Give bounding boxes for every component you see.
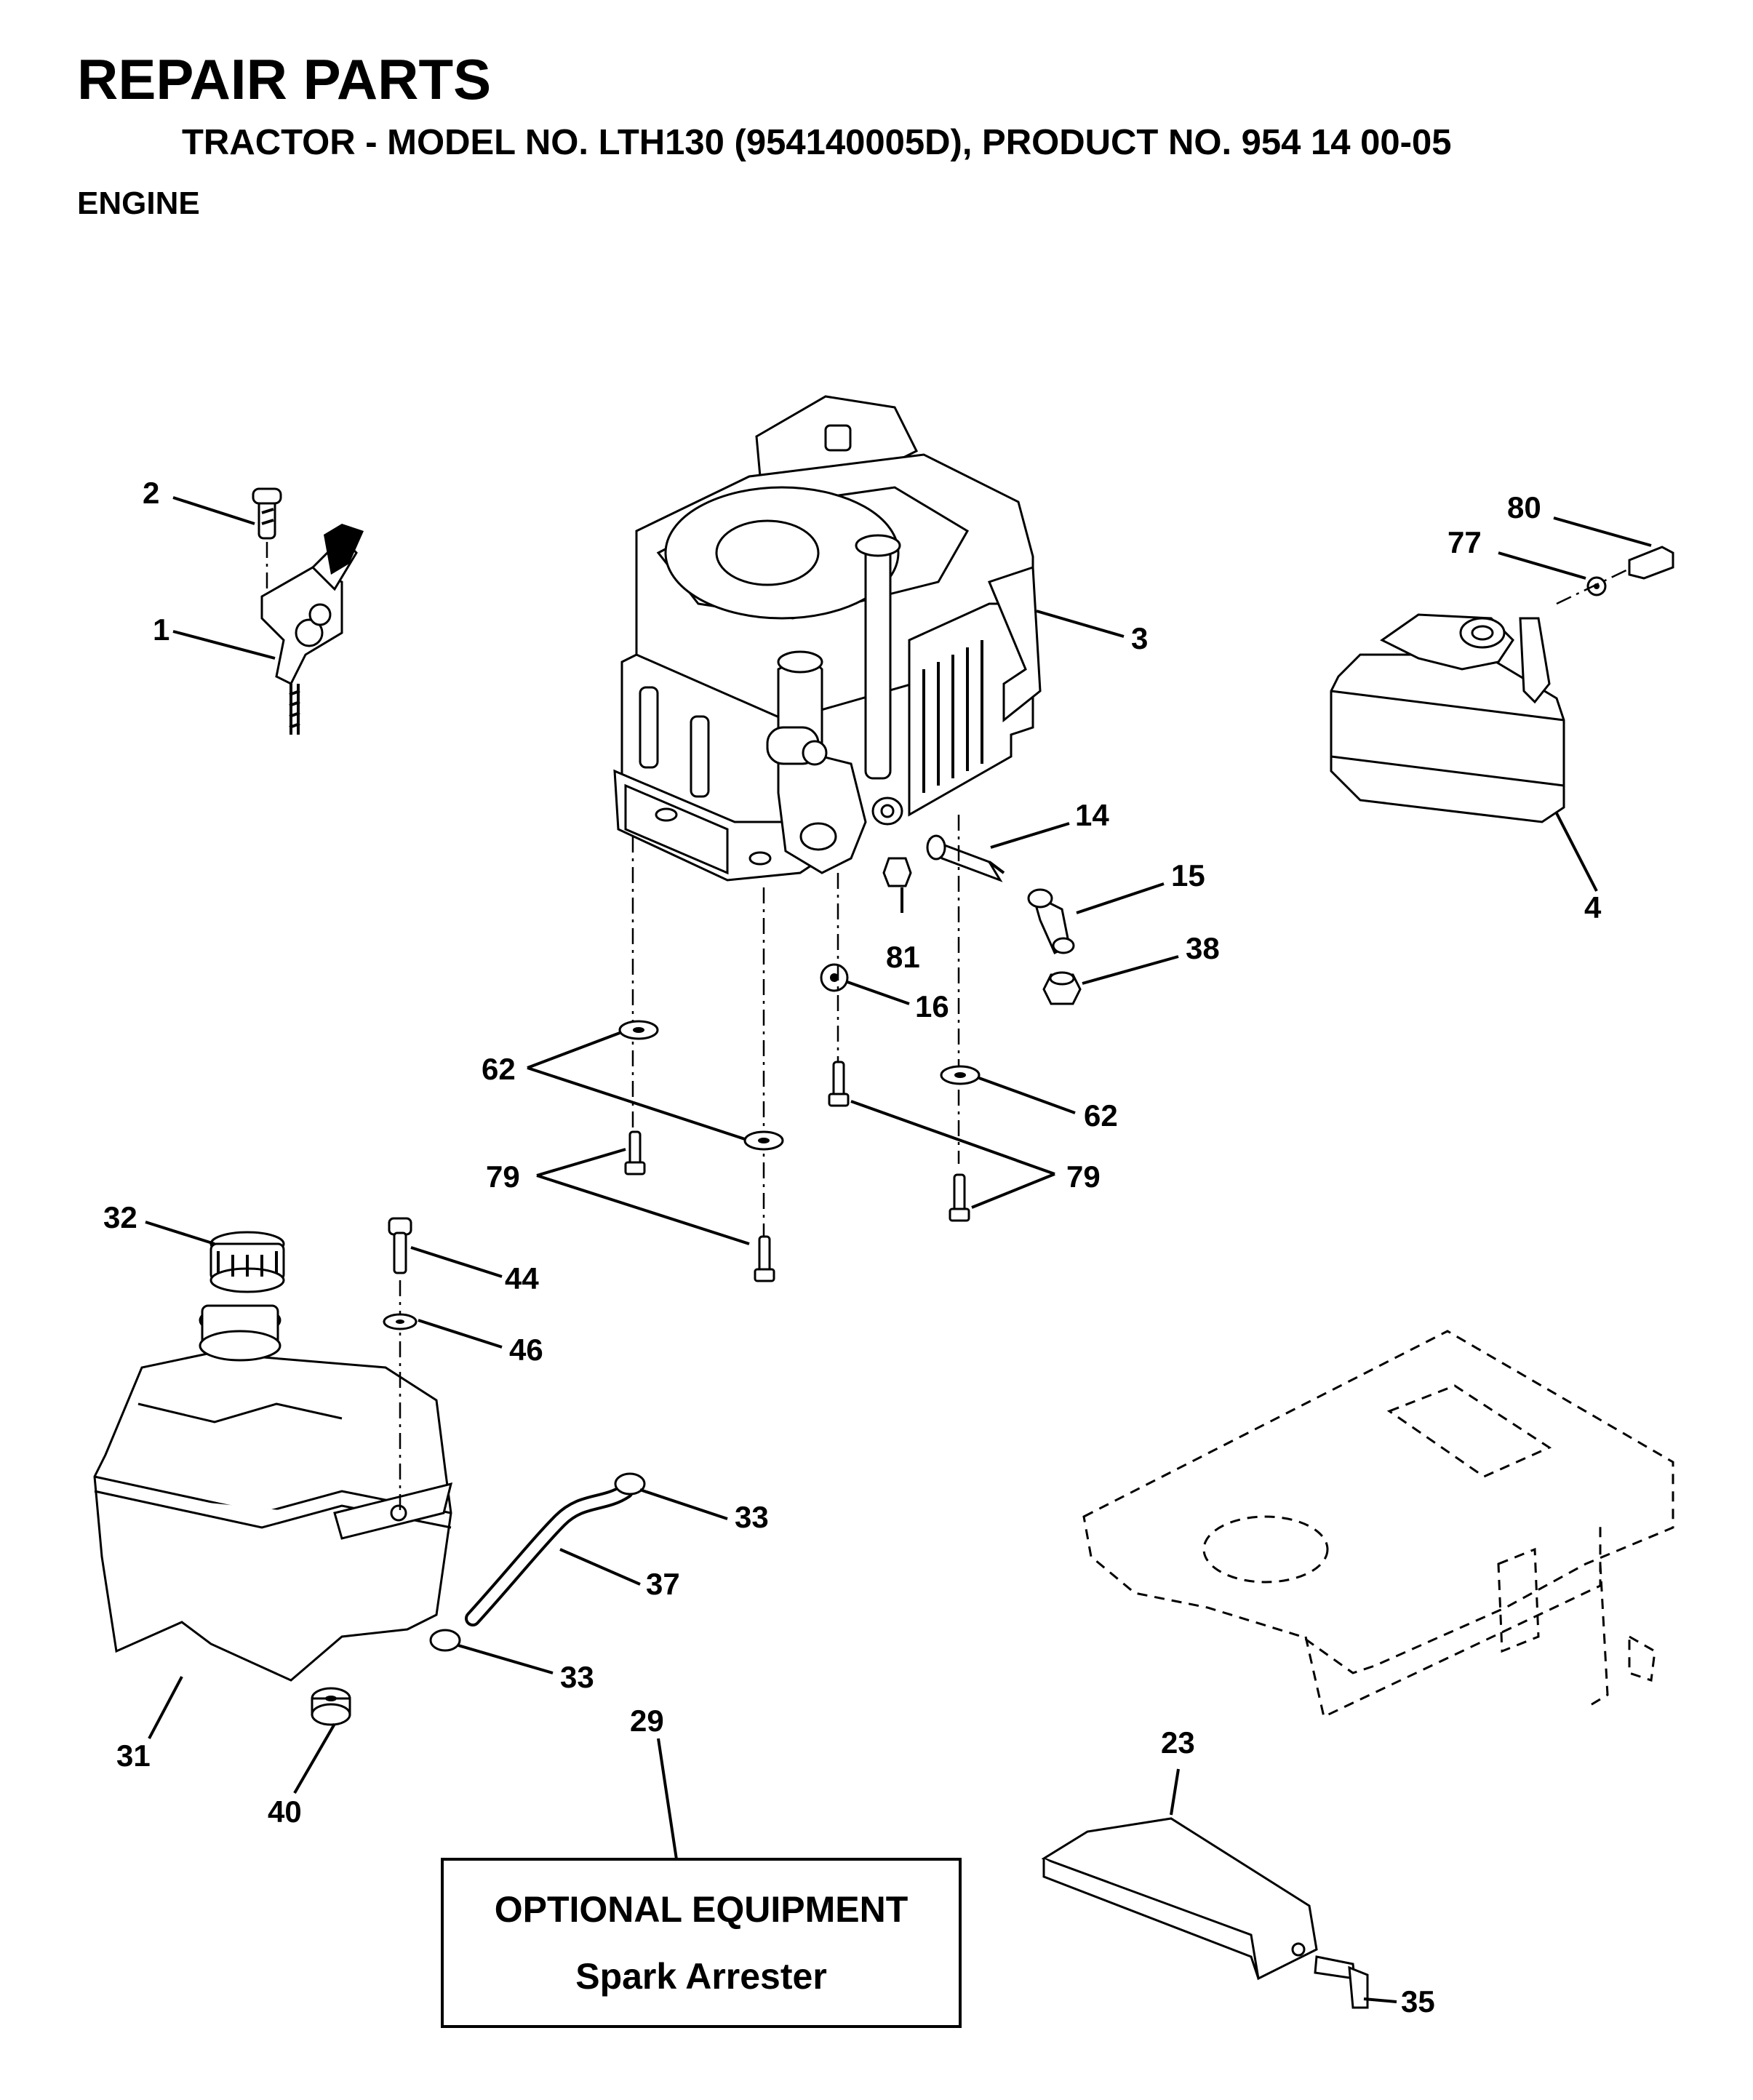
- callout-38: 38: [1186, 931, 1220, 965]
- callout-33-lower: 33: [560, 1660, 594, 1694]
- callout-29: 29: [630, 1704, 664, 1738]
- callout-62-left: 62: [482, 1052, 516, 1086]
- engine-drawing: [613, 395, 1042, 882]
- page-title: REPAIR PARTS: [77, 47, 492, 111]
- callout-35: 35: [1401, 1984, 1435, 2019]
- spark-arrester-shield-drawing: [1041, 1817, 1369, 2009]
- optional-equipment-box: [441, 1858, 962, 2028]
- callout-23: 23: [1161, 1725, 1195, 1760]
- tractor-frame-outline: [1082, 1330, 1674, 1719]
- fuel-tank-drawing: [93, 1217, 453, 1726]
- callout-2: 2: [143, 476, 159, 510]
- callout-79-left: 79: [486, 1159, 520, 1194]
- callout-32: 32: [103, 1200, 137, 1234]
- optional-equipment-item: Spark Arrester: [575, 1956, 827, 1997]
- callout-44: 44: [505, 1261, 539, 1295]
- callout-46: 46: [509, 1333, 543, 1367]
- model-subtitle: TRACTOR - MODEL NO. LTH130 (954140005D),…: [182, 123, 1452, 162]
- callout-80: 80: [1507, 490, 1541, 524]
- callout-81: 81: [886, 940, 920, 974]
- fuel-hose-drawing: [429, 1472, 646, 1652]
- callout-4: 4: [1584, 890, 1602, 925]
- mounting-hardware-drawing: [618, 815, 981, 1282]
- callout-1: 1: [153, 612, 169, 647]
- callout-37: 37: [646, 1567, 680, 1601]
- optional-equipment-heading: OPTIONAL EQUIPMENT: [495, 1889, 909, 1930]
- callout-15: 15: [1171, 858, 1205, 893]
- callout-31: 31: [116, 1738, 151, 1773]
- fuel-fittings-drawing: [820, 834, 1082, 1005]
- callout-3: 3: [1131, 621, 1148, 655]
- callout-16: 16: [915, 989, 949, 1023]
- callout-40: 40: [268, 1794, 302, 1829]
- muffler-drawing: [1330, 546, 1674, 823]
- callout-33-upper: 33: [735, 1500, 769, 1534]
- callout-79-right: 79: [1066, 1159, 1101, 1194]
- throttle-control-drawing: [252, 487, 364, 735]
- callout-14: 14: [1075, 798, 1109, 832]
- callout-77: 77: [1447, 525, 1482, 559]
- section-heading: ENGINE: [77, 185, 200, 221]
- callout-62-right: 62: [1084, 1098, 1118, 1133]
